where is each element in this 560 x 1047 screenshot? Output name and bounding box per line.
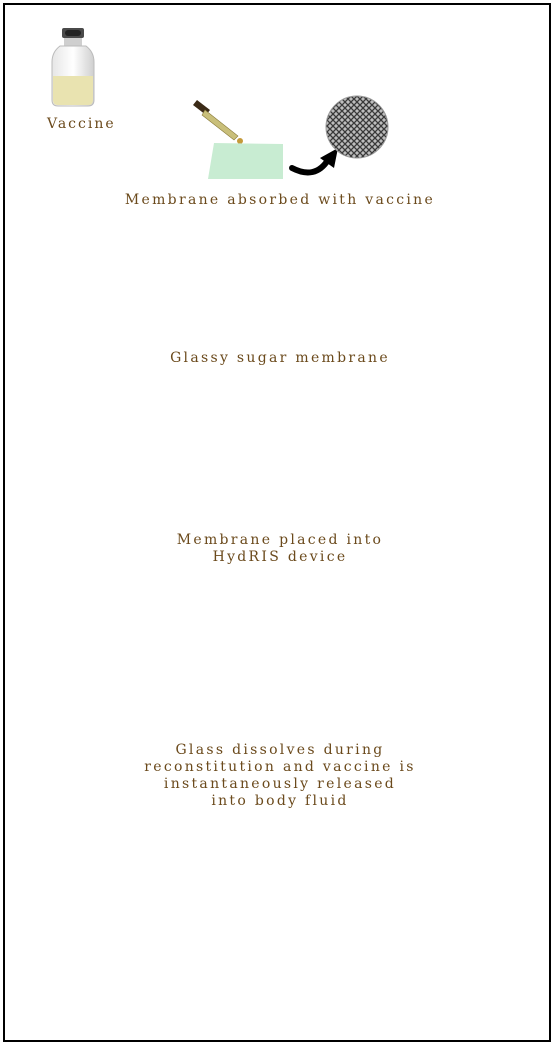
caption-step1-text: Membrane absorbed with vaccine (0, 192, 560, 208)
mesh-circle-icon (326, 96, 388, 158)
vaccine-label: Vaccine (47, 116, 116, 132)
caption-step1: Membrane absorbed with vaccine (0, 192, 560, 208)
dropper-icon (193, 100, 243, 144)
wet-membrane-icon (208, 143, 283, 179)
vial-icon (52, 28, 94, 106)
curved-arrow-icon (292, 160, 328, 173)
caption-step2-text: Glassy sugar membrane (0, 350, 560, 366)
caption-step4: Glass dissolves during reconstitution an… (0, 742, 560, 810)
caption-step4-line3: instantaneously released (0, 776, 560, 793)
caption-step3-line2: HydRIS device (0, 549, 560, 566)
caption-step4-line1: Glass dissolves during (0, 742, 560, 759)
caption-step4-line2: reconstitution and vaccine is (0, 759, 560, 776)
caption-step3: Membrane placed into HydRIS device (0, 532, 560, 566)
caption-step2: Glassy sugar membrane (0, 350, 560, 366)
caption-step3-line1: Membrane placed into (0, 532, 560, 549)
caption-step4-line4: into body fluid (0, 793, 560, 810)
